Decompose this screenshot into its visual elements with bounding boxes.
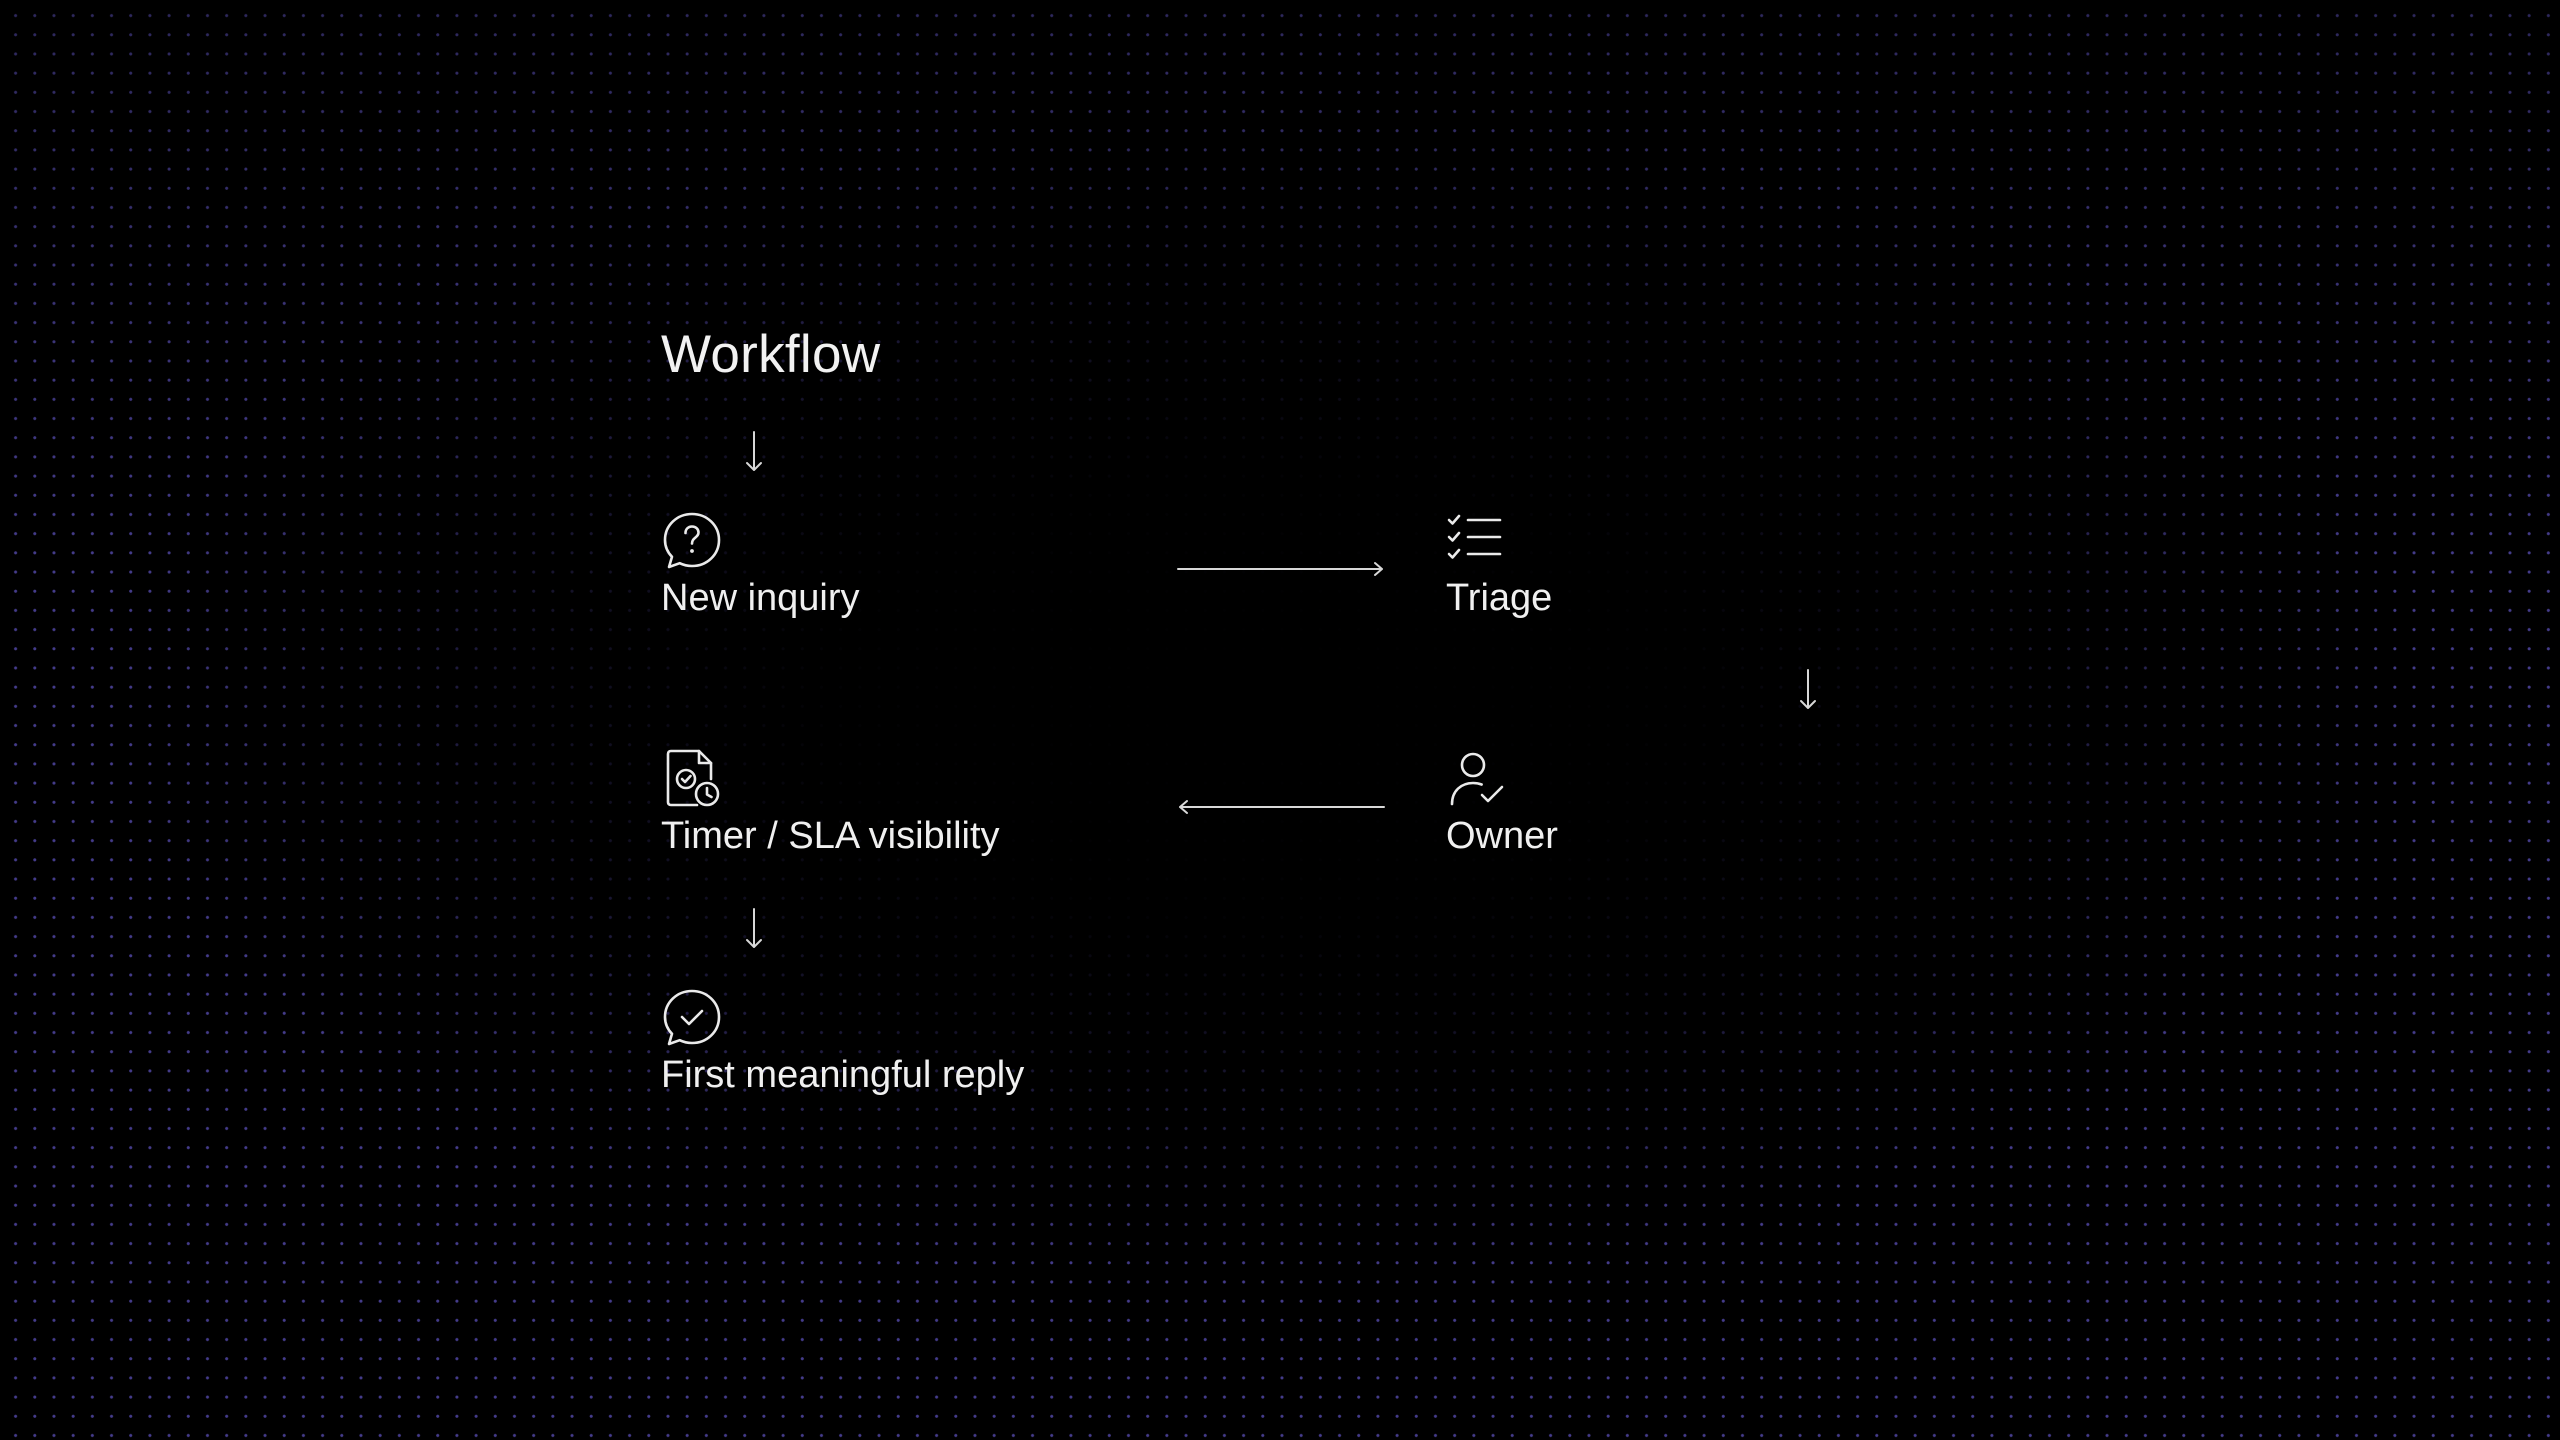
- arrow-left-owner-to-timer: [1179, 800, 1385, 814]
- node-timer-sla-visibility: Timer / SLA visibility: [661, 748, 1000, 860]
- new-inquiry-label: New inquiry: [661, 577, 860, 619]
- node-new-inquiry: New inquiry: [661, 510, 860, 622]
- node-first-meaningful-reply: First meaningful reply: [661, 987, 1024, 1099]
- owner-label: Owner: [1446, 815, 1558, 857]
- checklist-icon: [1447, 514, 1502, 559]
- timer-sla-label: Timer / SLA visibility: [661, 815, 1000, 857]
- check-chat-icon: [663, 989, 721, 1046]
- arrow-right-new-inquiry-to-triage: [1177, 562, 1383, 576]
- triage-label: Triage: [1446, 577, 1553, 619]
- first-reply-label: First meaningful reply: [661, 1054, 1025, 1096]
- node-triage: Triage: [1446, 510, 1552, 622]
- user-check-icon: [1450, 752, 1504, 806]
- node-owner: Owner: [1446, 748, 1558, 860]
- diagram-title: Workflow: [661, 325, 881, 384]
- arrow-down-triage-to-owner: [1800, 669, 1816, 709]
- document-clock-icon: [666, 749, 720, 807]
- question-chat-icon: [663, 512, 721, 569]
- arrow-down-timer-to-first-reply: [746, 908, 762, 948]
- arrow-down-title-to-new-inquiry: [746, 431, 762, 471]
- top-shade: [0, 0, 2560, 560]
